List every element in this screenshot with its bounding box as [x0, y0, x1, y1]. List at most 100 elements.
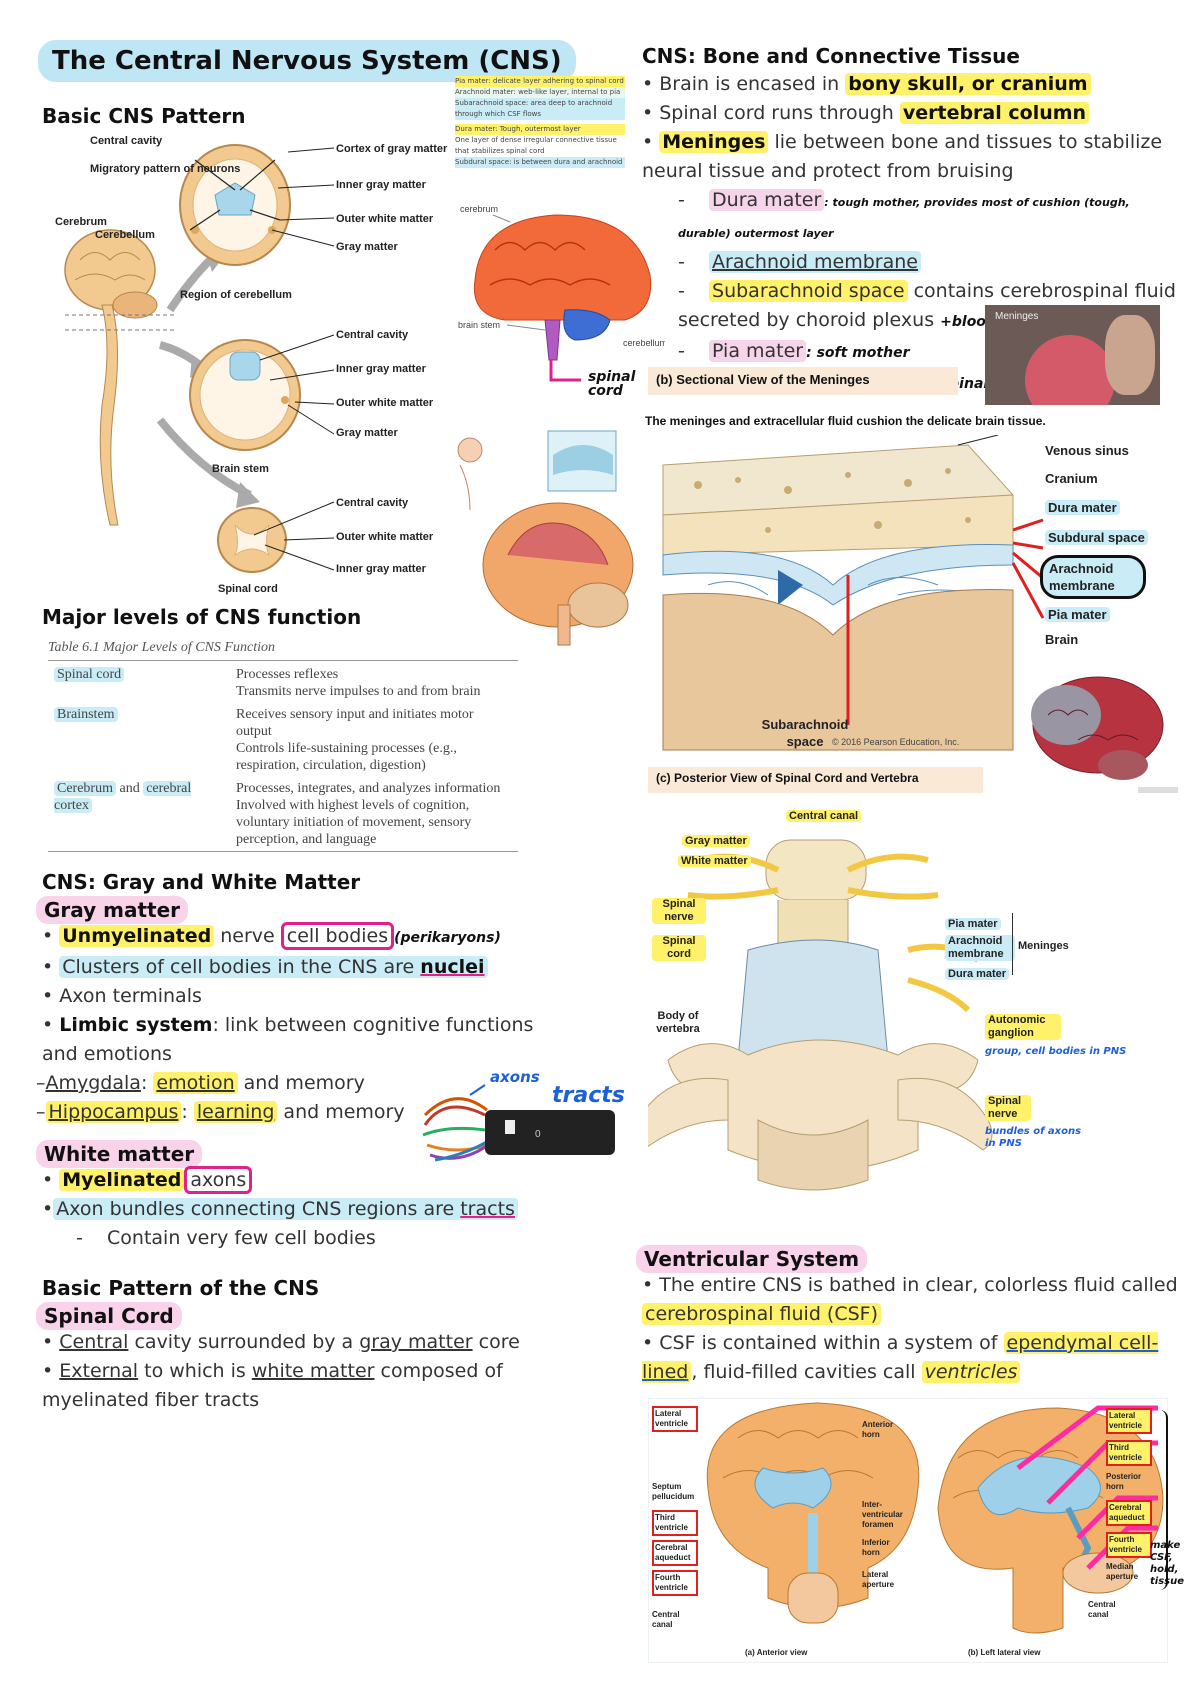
- pia-mater-spinal-label: Pia mater: [945, 918, 1001, 930]
- spinal-panel-title: (c) Posterior View of Spinal Cord and Ve…: [656, 771, 919, 785]
- fourth-ventricle-left-label: Fourth ventricle: [652, 1570, 698, 1596]
- gray-white-heading: CNS: Gray and White Matter: [42, 870, 361, 894]
- lateral-ventricle-right-label: Lateral ventricle: [1106, 1408, 1152, 1434]
- svg-text:Inner gray matter: Inner gray matter: [336, 363, 427, 375]
- basic-pattern-heading: Basic CNS Pattern: [42, 104, 246, 128]
- spinal-nerve-2-label: Spinal nerve: [985, 1095, 1031, 1121]
- body-vertebra-label: Body of vertebra: [656, 1010, 700, 1035]
- bullet: • Limbic system: link between cognitive …: [42, 1014, 534, 1065]
- lateral-view-caption: (b) Left lateral view: [968, 1648, 1041, 1657]
- meninges-thumbnail: Meninges: [985, 305, 1160, 405]
- spinal-vertebra-figure: [648, 839, 993, 1191]
- major-levels-table: Table 6.1 Major Levels of CNS Function S…: [48, 640, 518, 852]
- median-aperture-label: Median aperture: [1106, 1562, 1139, 1581]
- spinal-cord-heading: Spinal Cord: [36, 1302, 182, 1330]
- table-title: Table 6.1 Major Levels of CNS Function: [48, 640, 518, 661]
- cranium-term: bony skull, or cranium: [845, 73, 1091, 95]
- bullet-text: Clusters of cell bodies in the CNS are: [62, 956, 421, 978]
- svg-text:Outer white matter: Outer white matter: [336, 531, 434, 543]
- svg-text:Cerebellum: Cerebellum: [95, 229, 155, 241]
- subarachnoid-term: Subarachnoid space: [709, 280, 908, 302]
- lateral-aperture-label: Lateral aperture: [862, 1570, 895, 1589]
- bullet: - Pia mater: soft mother: [678, 340, 910, 362]
- function-cell: Transmits nerve impulses to and from bra…: [236, 684, 481, 699]
- svg-text:Central cavity: Central cavity: [90, 135, 163, 147]
- bullet-text: Axon terminals: [59, 985, 202, 1007]
- svg-text:Central cavity: Central cavity: [336, 497, 409, 509]
- interventricular-label: Inter-ventricular foramen: [862, 1500, 903, 1529]
- svg-text:Inner gray matter: Inner gray matter: [336, 563, 427, 575]
- pia-note: : soft mother: [806, 345, 910, 361]
- cerebral-aqueduct-right-label: Cerebral aqueduct: [1106, 1500, 1152, 1526]
- central-canal-left-label: Central canal: [652, 1610, 680, 1629]
- bullet-text: Contain very few cell bodies: [107, 1227, 376, 1249]
- cranium-label: Cranium: [1045, 471, 1098, 486]
- bullet: • Brain is encased in bony skull, or cra…: [642, 70, 1182, 99]
- third-ventricle-right-label: Third ventricle: [1106, 1440, 1152, 1466]
- function-cell: Processes reflexes: [236, 667, 339, 682]
- dura-note: : tough mother, provides most of cushion…: [678, 196, 1130, 240]
- gray-matter-heading: Gray matter: [36, 896, 189, 924]
- nerve-cable-photo: 0: [422, 1084, 615, 1162]
- bullet: • The entire CNS is bathed in clear, col…: [642, 1274, 1178, 1325]
- cell-bodies-term: cell bodies: [280, 922, 395, 950]
- meninges-panel-title: (b) Sectional View of the Meninges: [656, 372, 870, 387]
- level-cell-joiner: and: [115, 781, 144, 796]
- bullet-text: core: [472, 1331, 520, 1353]
- brain-regions-figure: cerebrum brain stem cerebellum: [458, 204, 665, 382]
- white-matter-label: White matter: [678, 855, 751, 867]
- subarachnoid-label: Subarachnoid space: [761, 717, 849, 749]
- bullet: • Spinal cord runs through vertebral col…: [642, 99, 1182, 128]
- central-canal-right-label: Central canal: [1088, 1600, 1116, 1619]
- note-line: One layer of dense irregular connective …: [455, 136, 617, 155]
- note-line: Dura mater: Tough, outermost layer: [455, 124, 625, 135]
- table-row: Brainstem Receives sensory input and ini…: [48, 703, 518, 777]
- fourth-ventricle-right-label: Fourth ventricle: [1106, 1532, 1152, 1558]
- meninges-panel-header: (b) Sectional View of the Meninges: [648, 367, 958, 395]
- gray-matter-label: Gray matter: [682, 835, 750, 847]
- hippocampus-term: Hippocampus: [45, 1101, 182, 1123]
- axons-term: axons: [184, 1166, 253, 1194]
- bullet-text: Spinal cord runs through: [659, 102, 900, 124]
- spinal-cord-shape: [99, 304, 119, 526]
- spinal-nerve-label: Spinal nerve: [652, 898, 706, 924]
- bullet-text: Brain is encased in: [659, 73, 846, 95]
- spinal-panel-header: (c) Posterior View of Spinal Cord and Ve…: [648, 767, 983, 793]
- pia-mater-label: Pia mater: [1045, 607, 1110, 622]
- bullet-text: :: [181, 1101, 194, 1123]
- ventricles-term: ventricles: [921, 1361, 1021, 1383]
- svg-text:Brain stem: Brain stem: [212, 463, 269, 475]
- csf-side-note: make CSF, hold, tissue: [1150, 1540, 1185, 1587]
- tracts-term: tracts: [460, 1198, 515, 1220]
- basic-cns-pattern-figure: Cerebrum Cerebellum Central cavity Migra…: [55, 135, 448, 595]
- level-cell: Brainstem: [54, 707, 118, 722]
- external-term: External: [59, 1360, 139, 1382]
- spinal-cord-bullets: • Central cavity surrounded by a gray ma…: [42, 1328, 582, 1415]
- svg-text:Spinal cord: Spinal cord: [218, 583, 278, 595]
- meninges-caption: The meninges and extracellular fluid cus…: [645, 414, 1046, 428]
- bullet-text: , fluid-filled cavities call: [691, 1361, 922, 1383]
- bullet-text: and memory: [237, 1072, 365, 1094]
- ventricular-bullets: • The entire CNS is bathed in clear, col…: [642, 1271, 1182, 1387]
- gray-matter-term: gray matter: [359, 1331, 473, 1353]
- vertebral-column-term: vertebral column: [899, 102, 1090, 124]
- myelinated-term: Myelinated: [59, 1169, 185, 1191]
- meninges-term: Meninges: [659, 131, 769, 153]
- bullet: • Meninges lie between bone and tissues …: [642, 131, 1163, 182]
- sagittal-brain-figure: [457, 430, 634, 646]
- function-cell: Controls life-sustaining processes (e.g.…: [236, 741, 457, 773]
- pia-mater-term: Pia mater: [709, 340, 807, 362]
- note-line: Pia mater: delicate layer adhering to sp…: [455, 76, 625, 87]
- dura-mater-label: Dura mater: [1045, 500, 1120, 515]
- level-cell: Spinal cord: [54, 667, 125, 682]
- svg-text:cerebrum: cerebrum: [460, 204, 498, 214]
- central-canal-label: Central canal: [786, 810, 862, 822]
- bullet: - Contain very few cell bodies: [76, 1227, 376, 1249]
- svg-text:Region of cerebellum: Region of cerebellum: [180, 289, 292, 301]
- spinal-cord-note: spinal cord: [588, 369, 636, 399]
- bullet-text: The entire CNS is bathed in clear, color…: [659, 1274, 1178, 1296]
- page-title: The Central Nervous System (CNS): [38, 40, 576, 82]
- anterior-horn-label: Anterior horn: [862, 1420, 894, 1439]
- bullet-text: and memory: [277, 1101, 405, 1123]
